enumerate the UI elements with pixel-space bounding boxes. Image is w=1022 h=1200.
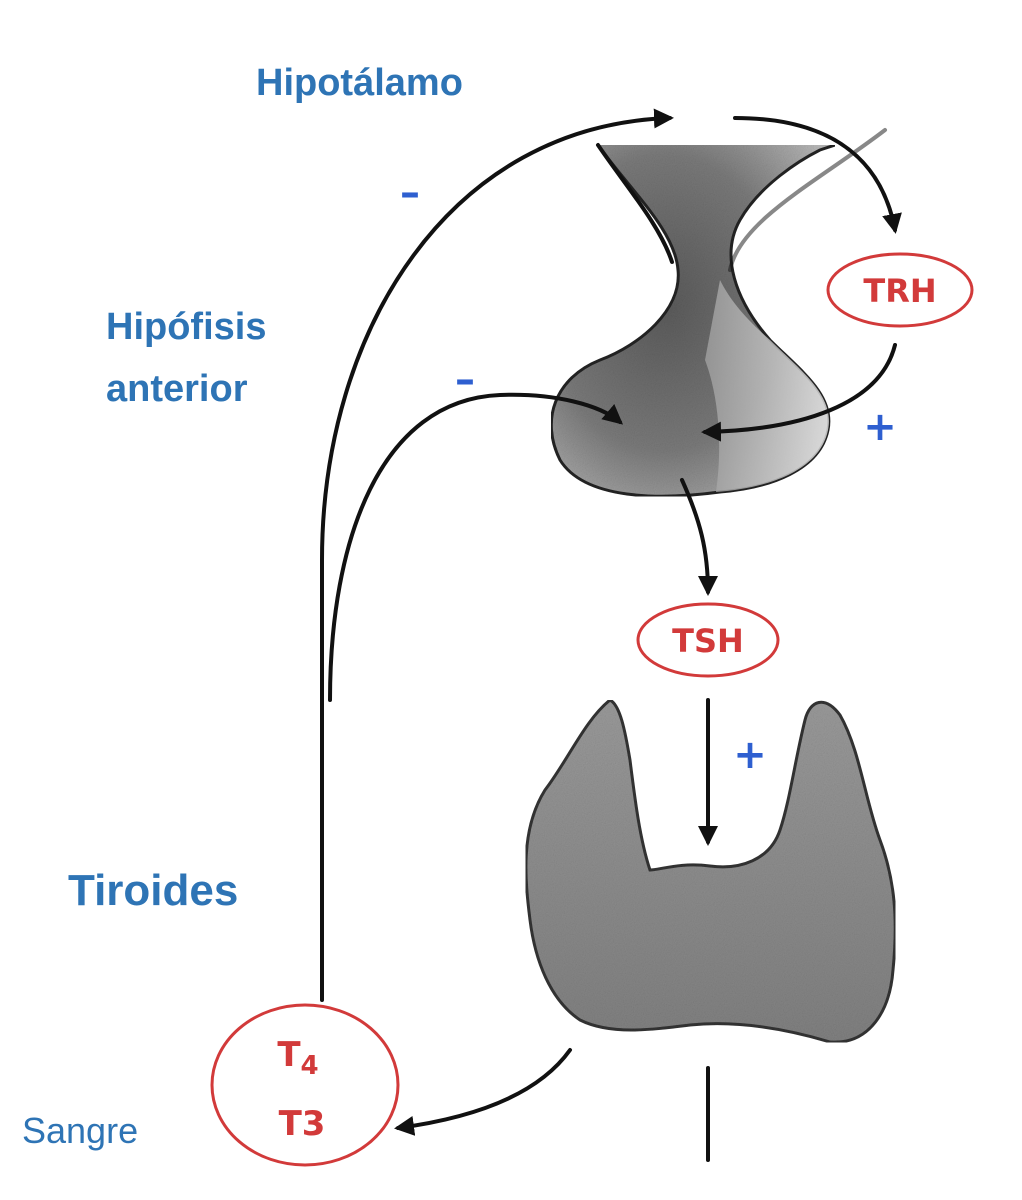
tsh-bubble: TSH (636, 602, 780, 678)
short-feedback-arrow (328, 392, 624, 702)
trh-bubble: TRH (826, 252, 974, 328)
t4-t3-bubble: T4 T3 (210, 1003, 400, 1167)
long-feedback-arrow (320, 108, 674, 1002)
t4-label: T4 (277, 1035, 318, 1081)
pituitary-to-tsh-arrow (680, 478, 718, 596)
label-thyroid: Tiroides (68, 866, 239, 915)
label-anterior-pituitary-line1: Hipófisis (106, 306, 267, 348)
trh-label: TRH (863, 272, 936, 310)
tsh-label: TSH (672, 622, 744, 660)
thyroid-to-blood-arrow (394, 1048, 572, 1136)
label-blood: Sangre (22, 1110, 139, 1151)
sign-feedback-pituitary: – (455, 357, 475, 403)
label-anterior-pituitary: Hipófisis anterior (106, 296, 266, 420)
trh-to-pituitary-arrow (701, 343, 897, 442)
label-hypothalamus: Hipotálamo (256, 62, 463, 104)
pituitary-gland (549, 128, 887, 498)
sign-feedback-hypothalamus: – (400, 170, 420, 216)
t3-label: T3 (279, 1104, 326, 1144)
sign-trh-stimulus: + (863, 404, 897, 450)
thyroid-gland (524, 698, 897, 1044)
hypothalamus-to-trh-arrow (733, 116, 902, 234)
label-anterior-pituitary-line2: anterior (106, 368, 248, 410)
sign-tsh-stimulus: + (733, 732, 767, 778)
